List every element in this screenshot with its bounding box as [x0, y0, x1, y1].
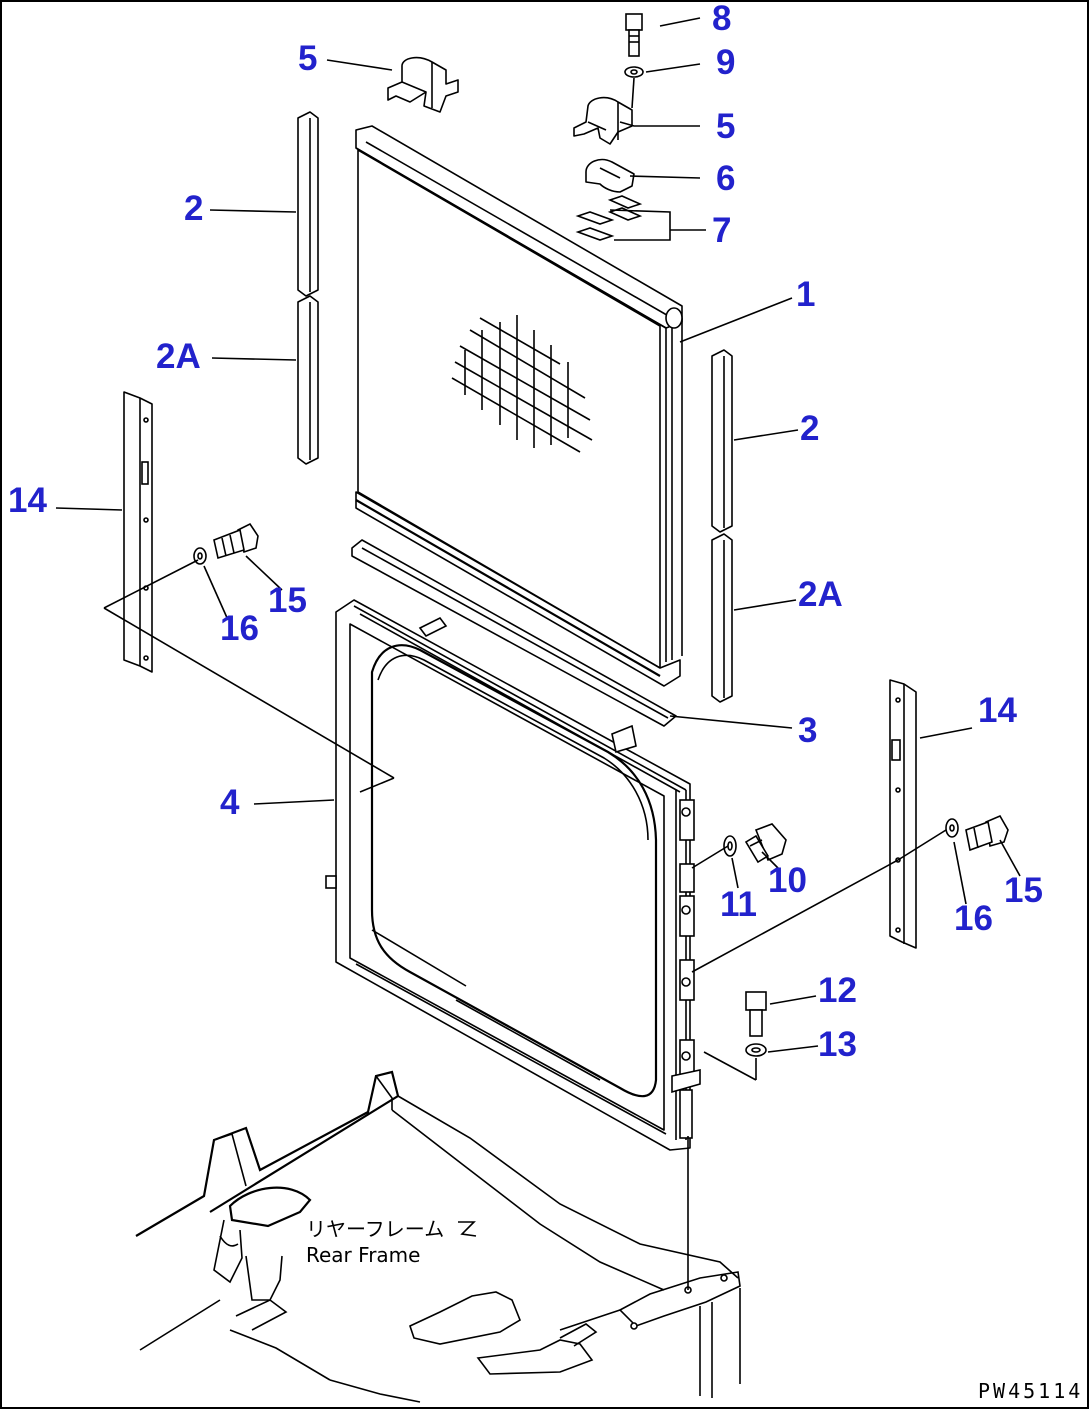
- part-3-bottom-seal: [351, 539, 677, 727]
- part-2a-right-seal: [711, 533, 733, 703]
- callout-14-right: 14: [978, 691, 1017, 730]
- leader-lines: [55, 17, 1021, 1290]
- part-15-left-bolt: [213, 522, 259, 560]
- callout-15-left: 15: [268, 581, 307, 620]
- callout-16-left: 16: [220, 609, 259, 648]
- rear-frame-label-jp: リヤーフレーム: [306, 1217, 444, 1241]
- callout-12: 12: [818, 971, 857, 1010]
- part-13-washer: [703, 1043, 767, 1081]
- rear-frame: [135, 1070, 741, 1403]
- callout-14-left: 14: [8, 481, 47, 520]
- part-11-washer: [723, 835, 737, 857]
- part-14-left-plate: [123, 391, 153, 673]
- callout-7: 7: [712, 211, 731, 250]
- drawing-reference-code: PW45114: [978, 1379, 1083, 1403]
- rear-frame-label-en: Rear Frame: [306, 1243, 420, 1267]
- callout-8: 8: [712, 0, 731, 38]
- callout-13: 13: [818, 1025, 857, 1064]
- part-6-pad: [585, 158, 635, 193]
- callout-5-left: 5: [298, 39, 317, 78]
- callout-6: 6: [716, 159, 735, 198]
- callout-3: 3: [798, 711, 817, 750]
- callout-4: 4: [220, 783, 240, 822]
- callout-2a-right: 2A: [798, 575, 843, 614]
- part-9-washer: [624, 66, 644, 109]
- part-16-right-washer: [945, 818, 959, 838]
- part-12-bolt: [745, 991, 767, 1037]
- part-2-right-seal: [711, 349, 733, 533]
- part-15-right-bolt: [965, 814, 1009, 852]
- part-8-bolt: [625, 13, 643, 57]
- part-1-radiator-core: [355, 125, 683, 687]
- part-2-left-seal: [297, 111, 319, 297]
- callout-2-right: 2: [800, 409, 819, 448]
- callout-2-left: 2: [184, 189, 203, 228]
- part-7-shims: [575, 195, 643, 241]
- part-2a-left-seal: [297, 295, 319, 465]
- callout-1: 1: [796, 275, 815, 314]
- core-fin-grid: [451, 315, 593, 453]
- callout-15-right: 15: [1004, 871, 1043, 910]
- callout-9: 9: [716, 43, 735, 82]
- part-14-right-plate: [889, 679, 917, 949]
- callout-10: 10: [768, 861, 807, 900]
- frame-label-squiggle: [458, 1221, 477, 1237]
- callout-16-right: 16: [954, 899, 993, 938]
- callout-labels: 1 2 2 2A 2A 3 4 5 5 6 7 8 9 10 11 12 13 …: [8, 0, 1043, 1064]
- part-5-right-bracket: [573, 96, 633, 145]
- callout-5-right: 5: [716, 107, 735, 146]
- part-5-left-bracket: [387, 56, 459, 113]
- part-4-shroud: [325, 599, 701, 1151]
- callout-11: 11: [720, 885, 757, 924]
- callout-2a-left: 2A: [156, 337, 201, 376]
